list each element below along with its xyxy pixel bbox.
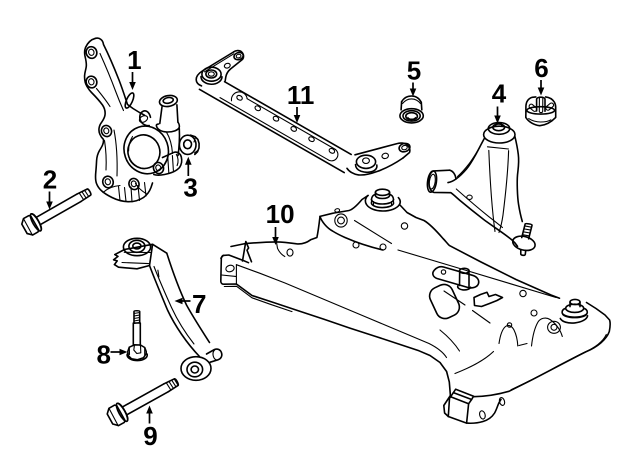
svg-text:1: 1	[127, 45, 141, 75]
svg-text:5: 5	[407, 56, 421, 86]
svg-text:4: 4	[492, 79, 507, 109]
svg-text:3: 3	[183, 172, 197, 202]
svg-text:9: 9	[143, 421, 157, 451]
svg-text:10: 10	[266, 199, 295, 229]
svg-text:11: 11	[287, 80, 315, 110]
svg-text:6: 6	[534, 53, 548, 83]
svg-text:7: 7	[192, 289, 206, 319]
svg-text:8: 8	[96, 340, 110, 370]
svg-text:2: 2	[43, 164, 57, 194]
